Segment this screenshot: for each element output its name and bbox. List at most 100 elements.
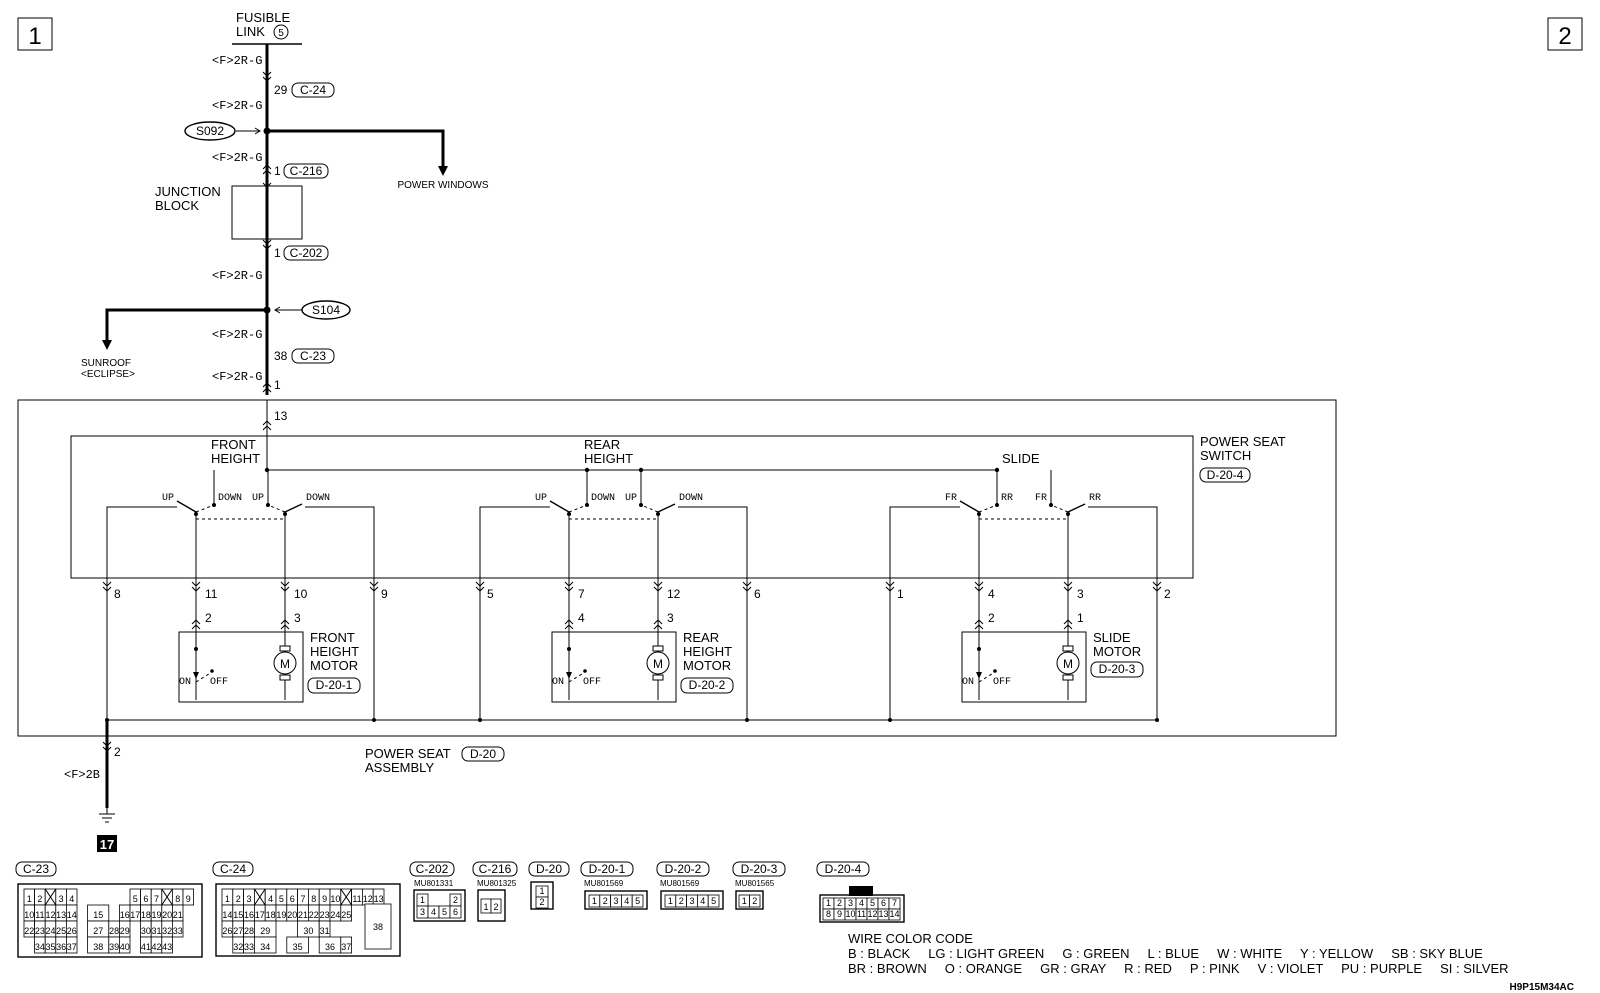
corner-number-left: 1 [28,23,41,50]
svg-text:5: 5 [870,898,875,908]
svg-text:14: 14 [67,910,77,920]
svg-text:4: 4 [624,896,629,906]
svg-text:3: 3 [613,896,618,906]
wire-label: <F>2R-G [212,151,262,165]
fusible-link-label-2: LINK [236,24,265,39]
switch-position-label: DOWN [306,493,330,504]
connector-ref-c24: C-24 [291,82,335,98]
switch-position-label: DOWN [679,493,703,504]
svg-text:11: 11 [352,894,361,904]
connector-view-label: D-20 [536,862,562,876]
svg-text:6: 6 [453,907,458,917]
ground-point-badge [97,835,117,852]
connector-ref-c23: C-23 [291,348,335,364]
connector-ref-label: C-202 [290,246,323,260]
svg-text:4: 4 [700,896,705,906]
sunroof-label: SUNROOF [81,358,131,369]
svg-text:40: 40 [120,942,130,952]
svg-text:41: 41 [141,942,151,952]
splice-label: S104 [312,303,340,317]
pin-number: 3 [667,611,674,625]
svg-text:31: 31 [151,926,161,936]
connector-view-d20: D-20 12 [528,861,570,910]
motor-on-label: ON [179,677,191,688]
corner-label-right: 2 [1547,17,1583,51]
svg-text:26: 26 [67,926,77,936]
switch-position-label: RR [1089,493,1101,504]
motor-off-label: OFF [993,677,1011,688]
switch-position-label: UP [252,493,264,504]
svg-text:30: 30 [303,926,313,936]
svg-text:4: 4 [859,898,864,908]
connector-ref-label: D-20-3 [1099,662,1136,676]
svg-text:5: 5 [635,896,640,906]
motor-symbol-letter: M [653,657,663,671]
svg-text:8: 8 [311,894,316,904]
svg-text:35: 35 [293,942,303,952]
svg-text:21: 21 [298,910,308,920]
switch-position-label: FR [1035,493,1047,504]
motor-label: FRONT [310,630,355,645]
motor-label: HEIGHT [310,644,359,659]
svg-text:26: 26 [222,926,232,936]
connector-ref-d20_3 [1090,661,1144,678]
svg-text:5: 5 [279,894,284,904]
legend-row: BR : BROWN O : ORANGE GR : GRAY R : RED … [848,961,1509,976]
pin-number: 2 [205,611,212,625]
svg-text:15: 15 [93,910,103,920]
svg-text:33: 33 [173,926,183,936]
svg-text:2: 2 [679,896,684,906]
motor-icon [273,651,297,675]
fusible-link-number: 5 [278,28,284,39]
pin-number: 38 [274,349,288,363]
svg-text:1: 1 [539,886,544,896]
svg-text:30: 30 [141,926,151,936]
svg-text:28: 28 [244,926,254,936]
power-seat-assembly-label-2: ASSEMBLY [365,760,434,775]
svg-text:5: 5 [133,894,138,904]
wire-label: <F>2R-G [212,54,262,68]
connector-view-label: C-24 [220,862,246,876]
svg-text:8: 8 [175,894,180,904]
switch-position-label: UP [535,493,547,504]
svg-text:2: 2 [539,897,544,907]
switch-position-label: RR [1001,493,1013,504]
svg-text:12: 12 [45,910,55,920]
pin-number: 13 [274,409,288,423]
svg-text:2: 2 [37,894,42,904]
motor-on-label: ON [552,677,564,688]
pin-number: 4 [578,611,585,625]
sunroof-label-2: <ECLIPSE> [81,369,135,380]
pin-number: 1 [897,587,904,601]
svg-text:8: 8 [826,909,831,919]
svg-text:23: 23 [35,926,45,936]
svg-text:10: 10 [330,894,340,904]
svg-text:43: 43 [162,942,172,952]
switch-position-label: FR [945,493,957,504]
connector-ref-label: C-24 [300,83,326,97]
pin-number: 11 [205,587,218,601]
connector-ref-label: D-20 [470,747,496,761]
svg-text:27: 27 [93,926,103,936]
svg-text:1: 1 [27,894,32,904]
motor-box [551,631,677,703]
svg-text:3: 3 [420,907,425,917]
pin-number: 3 [1077,587,1084,601]
motor-box [961,631,1087,703]
svg-text:5: 5 [711,896,716,906]
svg-text:35: 35 [45,942,55,952]
svg-text:22: 22 [309,910,319,920]
part-number: MU801569 [660,879,700,888]
svg-text:16: 16 [244,910,254,920]
svg-text:42: 42 [151,942,161,952]
pin-number: 6 [754,587,761,601]
motor-on-label: ON [962,677,974,688]
svg-text:17: 17 [255,910,265,920]
svg-text:29: 29 [120,926,130,936]
svg-text:37: 37 [67,942,77,952]
legend-row: B : BLACK LG : LIGHT GREEN G : GREEN L :… [848,946,1483,961]
connector-ref-d20_1 [307,677,361,694]
corner-number-right: 2 [1558,23,1571,50]
